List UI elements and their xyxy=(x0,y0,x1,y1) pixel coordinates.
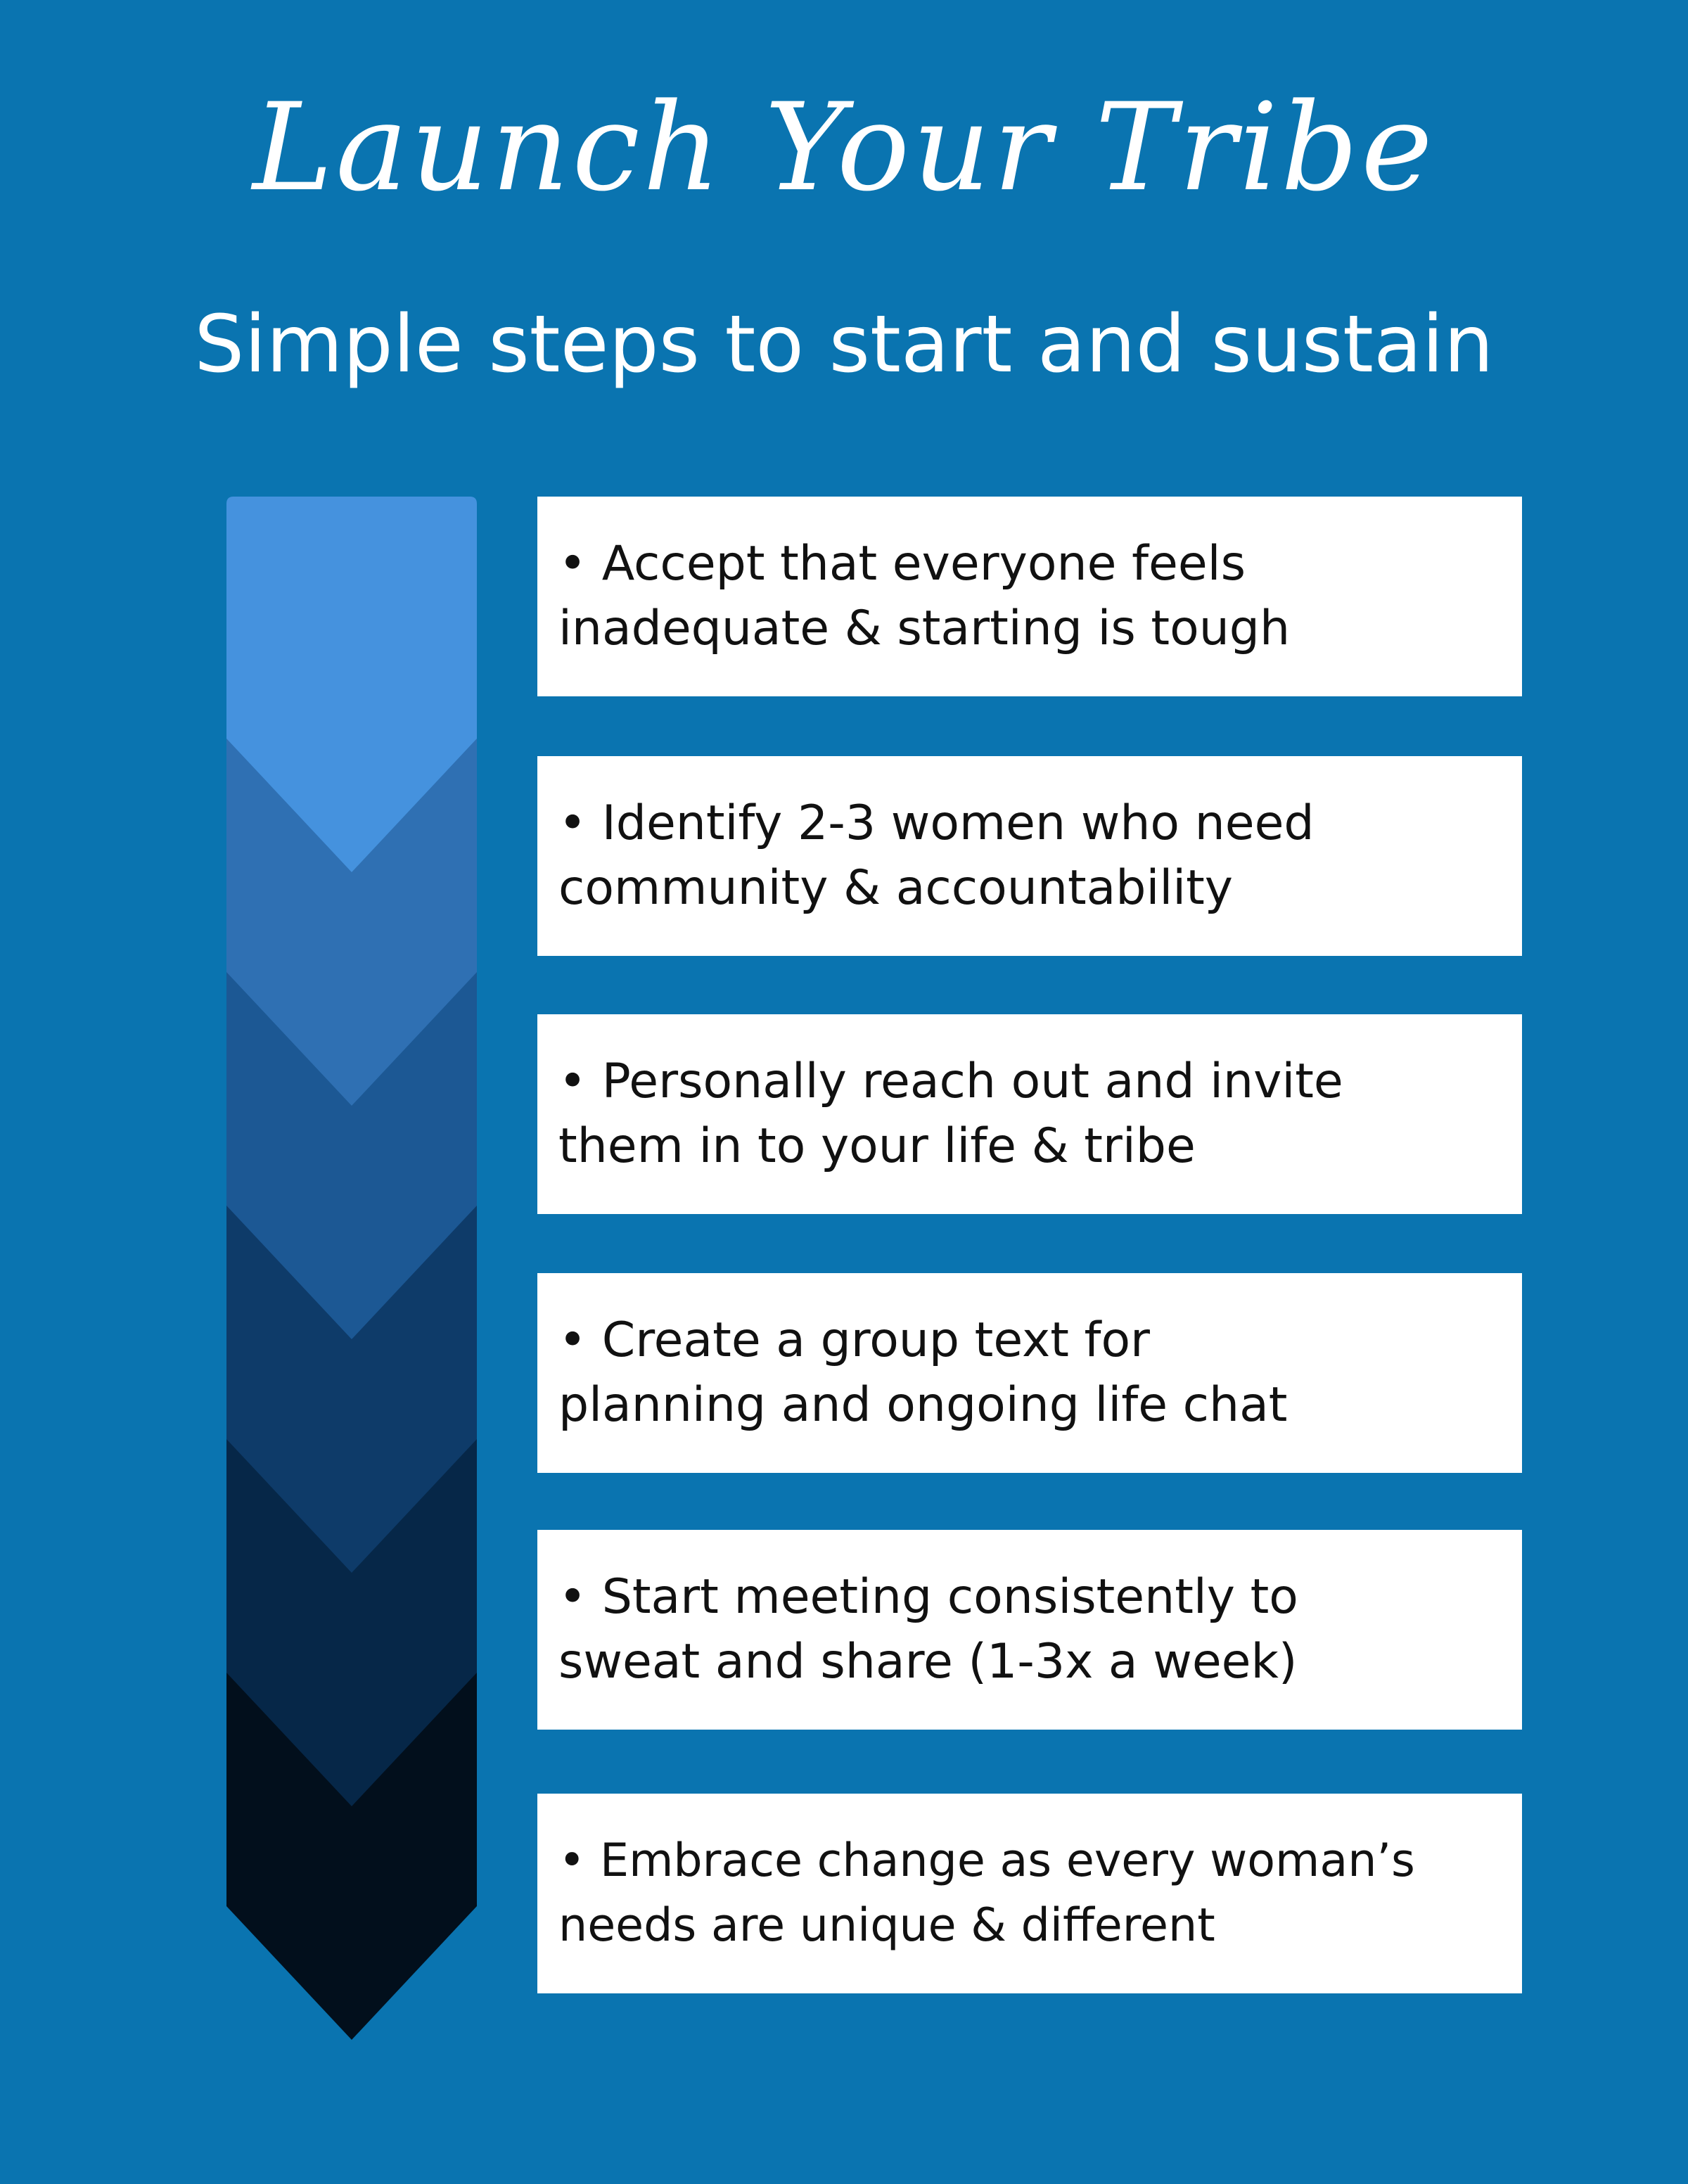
step-card-6: • Embrace change as every woman’s needs … xyxy=(537,1794,1522,1993)
step-card-4: • Create a group text for planning and o… xyxy=(537,1273,1522,1473)
step-text-3: • Personally reach out and invite them i… xyxy=(558,1054,1343,1174)
step-text-1: • Accept that everyone feels inadequate … xyxy=(558,536,1291,656)
step-card-2: • Identify 2-3 women who need community … xyxy=(537,756,1522,956)
arrow-segment-5 xyxy=(226,1411,477,1806)
step-text-5: • Start meeting consistently to sweat an… xyxy=(558,1569,1298,1690)
step-text-2: • Identify 2-3 women who need community … xyxy=(558,796,1315,916)
arrow-segment-1 xyxy=(226,497,477,872)
step-text-6: • Embrace change as every woman’s needs … xyxy=(558,1834,1415,1952)
step-card-1: • Accept that everyone feels inadequate … xyxy=(537,497,1522,696)
arrow-segment-2 xyxy=(226,710,477,1106)
arrow-segment-6 xyxy=(226,1645,477,2040)
step-card-3: • Personally reach out and invite them i… xyxy=(537,1014,1522,1214)
step-text-4: • Create a group text for planning and o… xyxy=(558,1313,1288,1433)
step-card-5: • Start meeting consistently to sweat an… xyxy=(537,1530,1522,1730)
arrow-segment-3 xyxy=(226,944,477,1339)
page-subtitle: Simple steps to start and sustain xyxy=(194,299,1494,390)
page-title: Launch Your Tribe xyxy=(252,77,1436,218)
arrow-segment-4 xyxy=(226,1177,477,1573)
